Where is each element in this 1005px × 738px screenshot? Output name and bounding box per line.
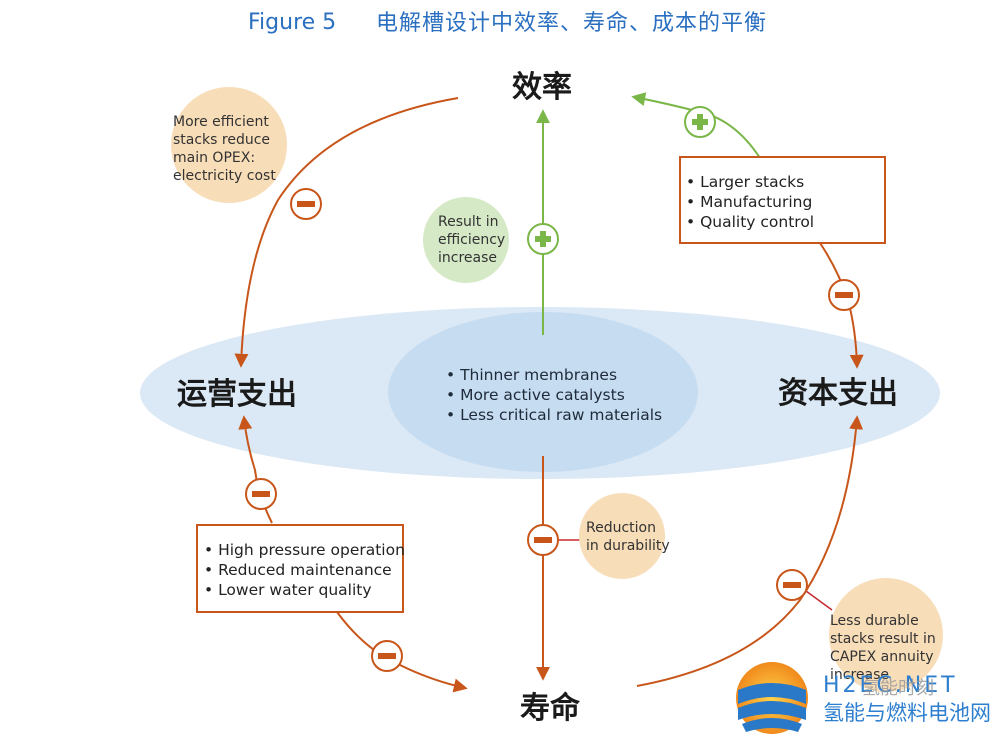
node-opex: 运营支出 (177, 377, 297, 412)
center-ellipse (388, 312, 698, 472)
bubble-line: increase (438, 250, 497, 266)
minus-badge (245, 478, 277, 510)
node-efficiency: 效率 (512, 70, 572, 105)
bubble-line: in durability (586, 538, 670, 554)
node-capex: 资本支出 (778, 376, 898, 411)
minus-badge (828, 279, 860, 311)
watermark: H2EC.NET 氢能与燃料电池网 氢能时刻 (736, 662, 991, 734)
box-line: • Manufacturing (686, 193, 812, 211)
box-line: • Lower water quality (204, 581, 372, 599)
minus-badge (527, 524, 559, 556)
watermark-overlay: 氢能时刻 (862, 678, 934, 699)
box-line: • Quality control (686, 213, 814, 231)
h2ec-logo-icon (736, 662, 808, 734)
bubble-efficiency-increase: Result in efficiency increase (423, 197, 509, 283)
minus-badge (371, 640, 403, 672)
bubble-line: More efficient (173, 114, 269, 130)
capex-drivers-box: • Larger stacks • Manufacturing • Qualit… (679, 156, 886, 244)
center-item: • More active catalysts (446, 386, 625, 404)
watermark-domain: H2EC.NET (823, 673, 958, 698)
box-line: • High pressure operation (204, 541, 405, 559)
bubble-line: Reduction (586, 520, 656, 536)
bubble-line: Less durable (830, 613, 919, 629)
center-ellipse-items: • Thinner membranes • More active cataly… (446, 366, 662, 424)
opex-drivers-box: • High pressure operation • Reduced main… (196, 524, 405, 613)
orange-connectors (234, 97, 864, 693)
bubble-opex-efficiency: More efficient stacks reduce main OPEX: … (171, 87, 287, 203)
ellipse-group (140, 307, 940, 479)
bubble-line: electricity cost (173, 168, 276, 184)
center-item: • Less critical raw materials (446, 406, 662, 424)
bubble-line: stacks result in (830, 631, 936, 647)
figure-title: Figure 5 电解槽设计中效率、寿命、成本的平衡 (248, 10, 767, 36)
bubble-line: CAPEX annuity (830, 649, 934, 665)
minus-badge (290, 188, 322, 220)
bubble-durability: Reduction in durability (579, 493, 670, 579)
center-item: • Thinner membranes (446, 366, 617, 384)
connector-annuity (805, 590, 833, 611)
bubble-line: stacks reduce (173, 132, 270, 148)
bubble-line: Result in (438, 214, 498, 230)
box-line: • Reduced maintenance (204, 561, 392, 579)
arrow-efficiency-to-opex (234, 97, 459, 368)
plus-badge (684, 106, 716, 138)
box-line: • Larger stacks (686, 173, 804, 191)
arrow-lifetime-to-capex (636, 415, 864, 687)
node-lifetime: 寿命 (520, 691, 581, 726)
figure-caption: 电解槽设计中效率、寿命、成本的平衡 (376, 11, 767, 36)
bubble-line: main OPEX: (173, 150, 255, 166)
watermark-site-name: 氢能与燃料电池网 (823, 701, 991, 725)
bubble-line: increase (830, 667, 889, 683)
bubble-capex-annuity: Less durable stacks result in CAPEX annu… (829, 578, 943, 692)
minus-badge (776, 569, 808, 601)
figure-number: Figure 5 (248, 10, 336, 35)
plus-badge (527, 223, 559, 255)
bubble-line: efficiency (438, 232, 505, 248)
